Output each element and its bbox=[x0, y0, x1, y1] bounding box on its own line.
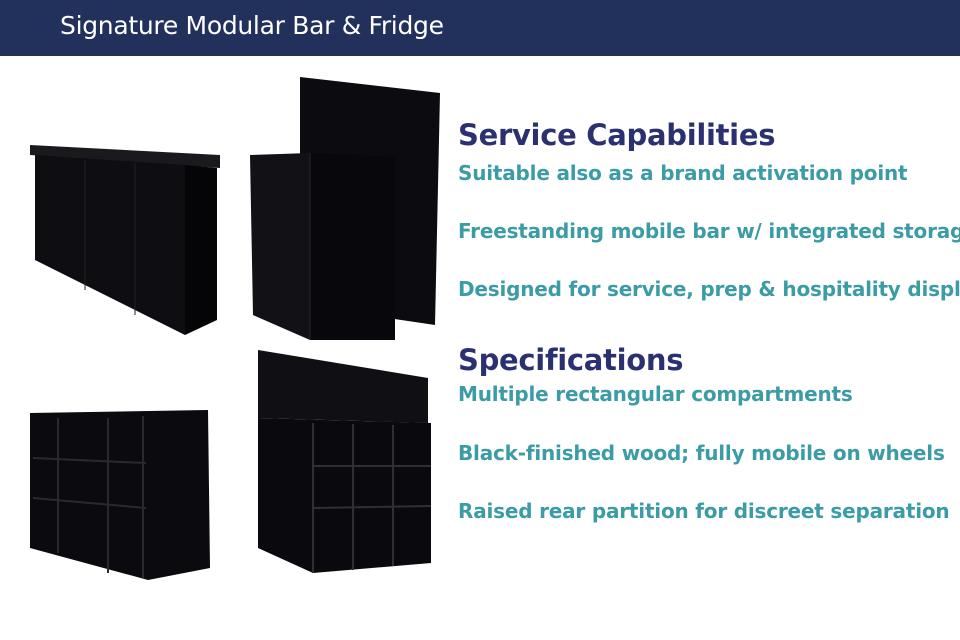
bar-rear-compartments-photo bbox=[258, 350, 432, 573]
service-heading: Service Capabilities bbox=[458, 118, 776, 152]
content-panel: Service Capabilities Suitable also as a … bbox=[458, 0, 960, 640]
service-item: Freestanding mobile bar w/ integrated st… bbox=[458, 219, 960, 243]
specs-item: Multiple rectangular compartments bbox=[458, 382, 853, 406]
specs-heading: Specifications bbox=[458, 343, 684, 377]
slide-title: Signature Modular Bar & Fridge bbox=[60, 11, 444, 40]
bar-side-partition-photo bbox=[250, 77, 440, 340]
bar-rear-shelves-photo bbox=[30, 410, 210, 580]
bar-front-photo bbox=[30, 145, 220, 335]
title-bar: Signature Modular Bar & Fridge bbox=[0, 0, 960, 56]
service-item: Suitable also as a brand activation poin… bbox=[458, 161, 908, 185]
specs-item: Raised rear partition for discreet separ… bbox=[458, 499, 950, 523]
specs-item: Black-finished wood; fully mobile on whe… bbox=[458, 441, 945, 465]
service-item: Designed for service, prep & hospitality… bbox=[458, 277, 960, 301]
